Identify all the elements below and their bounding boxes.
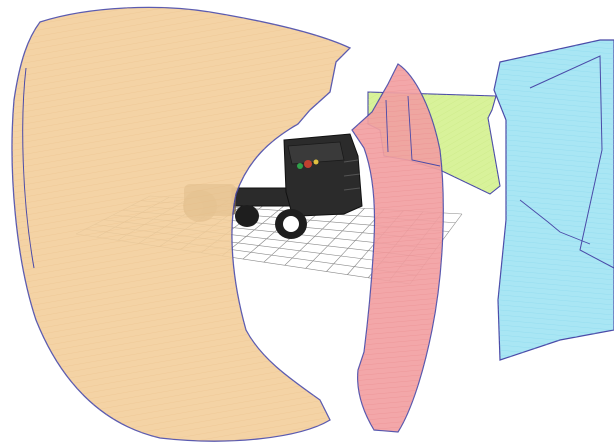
front-red-zone: [352, 64, 443, 432]
driver-indicator: [304, 160, 312, 168]
cyan-zone: [494, 40, 614, 360]
